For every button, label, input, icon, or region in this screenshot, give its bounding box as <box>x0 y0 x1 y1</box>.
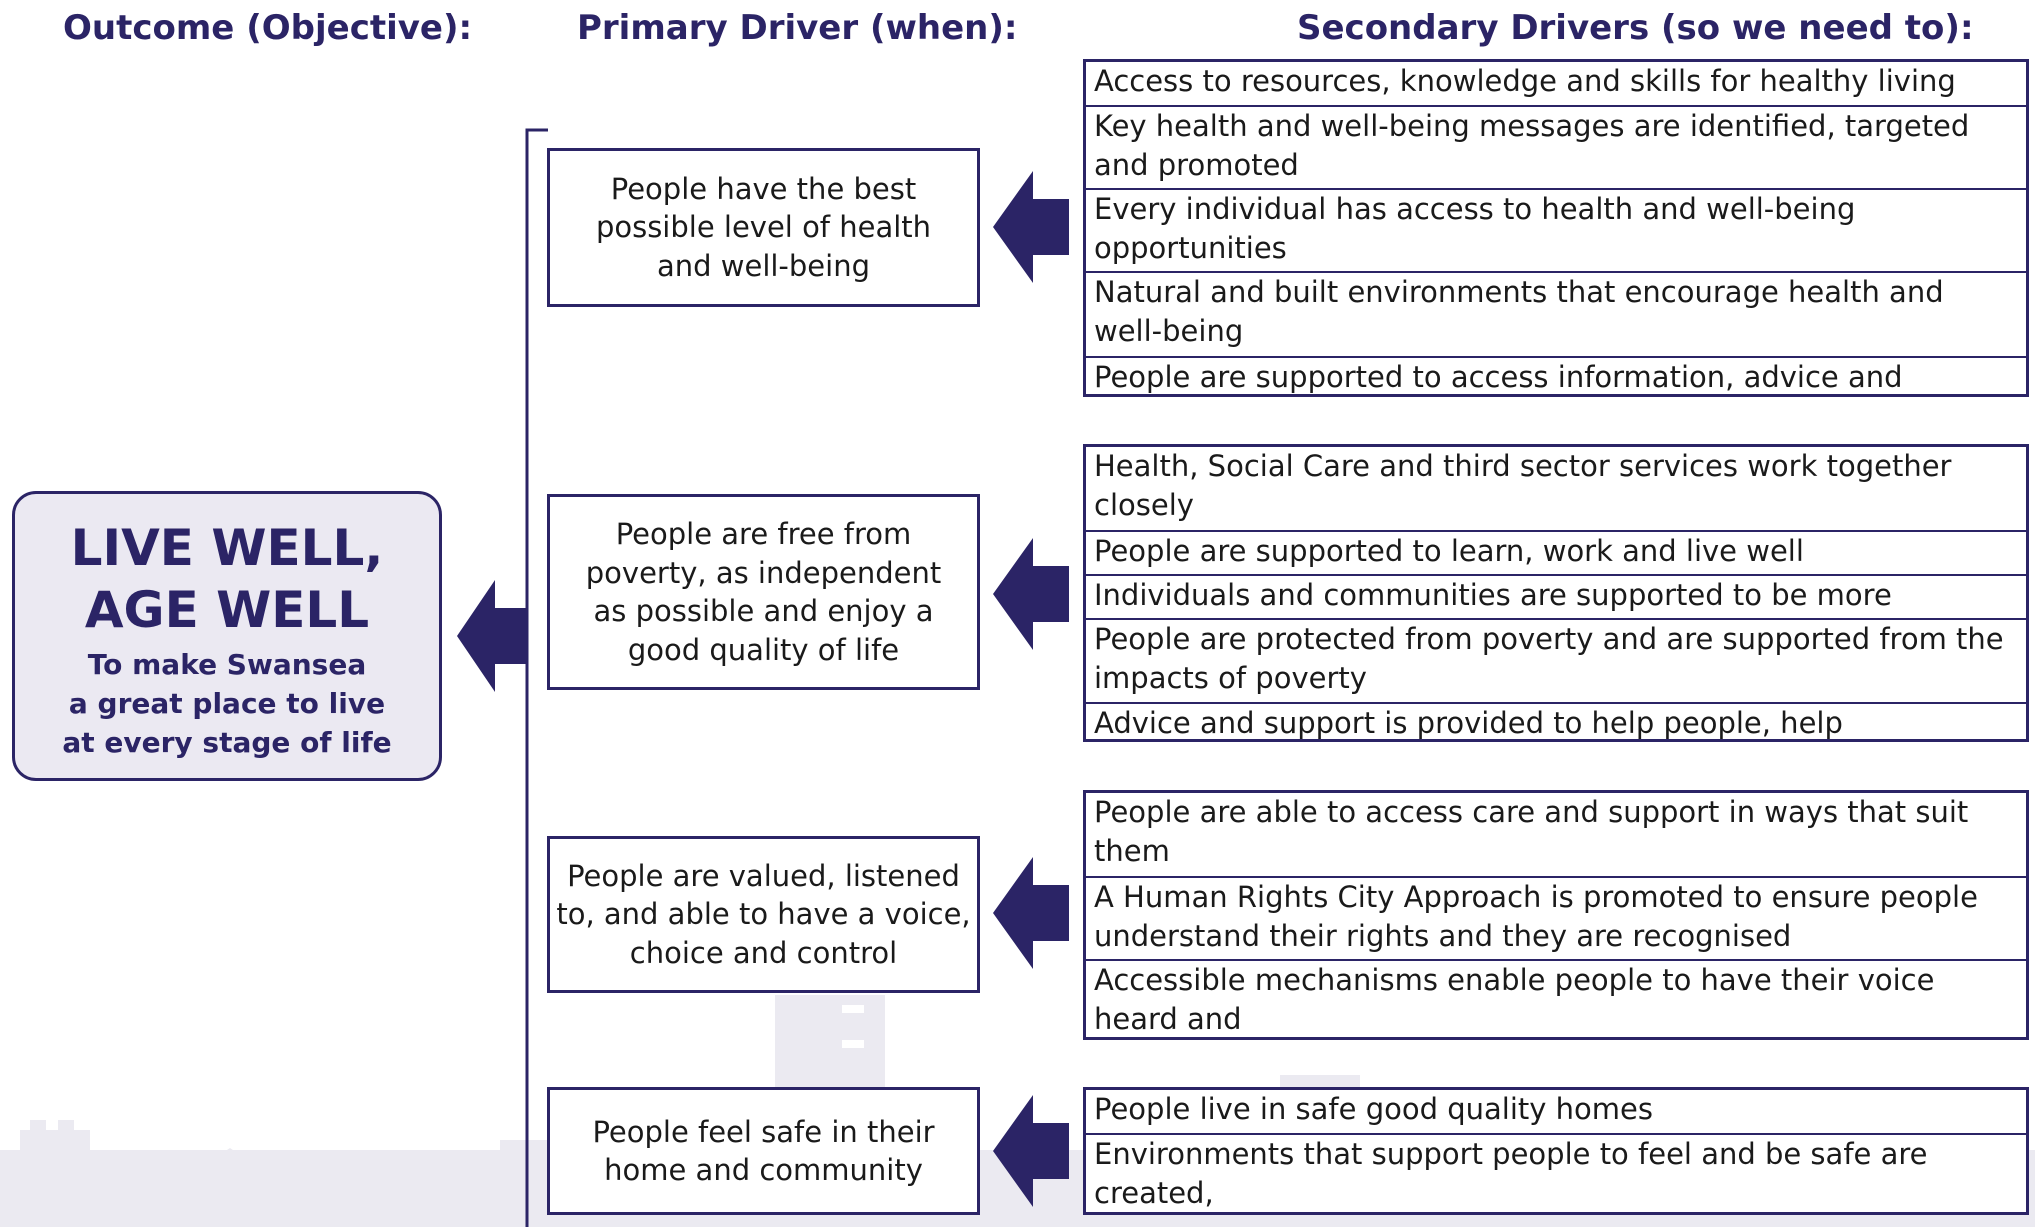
secondary-driver-item: People live in safe good quality homes <box>1094 1092 1653 1126</box>
secondary-driver-item: A Human Rights City Approach is promoted… <box>1086 876 2026 959</box>
secondary-drivers-group-1: Access to resources, knowledge and skill… <box>1083 59 2029 397</box>
secondary-drivers-header: Secondary Drivers (so we need to): <box>1297 8 1974 48</box>
secondary-driver-item: Environments that support people to feel… <box>1086 1133 2026 1212</box>
secondary-driver-item: Access to resources, knowledge and skill… <box>1094 64 1956 98</box>
outcome-title: LIVE WELL, AGE WELL <box>70 519 384 639</box>
secondary-driver-item: Every individual has access to health an… <box>1086 188 2026 271</box>
outcome-subtitle: To make Swansea a great place to live at… <box>62 648 392 759</box>
secondary-driver-item: People are protected from poverty and ar… <box>1086 618 2026 702</box>
outcome-header: Outcome (Objective): <box>63 8 473 48</box>
primary-driver-3-text: People are valued, listened to, and able… <box>556 858 971 970</box>
primary-driver-3: People are valued, listened to, and able… <box>547 836 980 993</box>
primary-driver-header: Primary Driver (when): <box>577 8 1018 48</box>
primary-driver-2-text: People are free from poverty, as indepen… <box>585 517 942 667</box>
secondary-driver-item: Accessible mechanisms enable people to h… <box>1086 959 2026 1037</box>
outcome-box: LIVE WELL, AGE WELL To make Swansea a gr… <box>12 491 442 781</box>
secondary-driver-item: Natural and built environments that enco… <box>1086 271 2026 356</box>
secondary-driver-item: Key health and well-being messages are i… <box>1086 105 2026 188</box>
driver-arrow-icon-3 <box>993 857 1069 969</box>
secondary-drivers-group-3: People are able to access care and suppo… <box>1083 790 2029 1040</box>
primary-driver-4: People feel safe in their home and commu… <box>547 1087 980 1215</box>
secondary-driver-item: People are supported to access informati… <box>1086 356 2026 394</box>
primary-driver-4-text: People feel safe in their home and commu… <box>592 1114 935 1188</box>
secondary-drivers-group-4: People live in safe good quality homes E… <box>1083 1087 2029 1215</box>
secondary-driver-item: Health, Social Care and third sector ser… <box>1094 449 1952 530</box>
primary-driver-1: People have the best possible level of h… <box>547 148 980 307</box>
secondary-driver-item: Advice and support is provided to help p… <box>1086 702 2026 739</box>
driver-arrow-icon-2 <box>993 538 1069 650</box>
outcome-arrow-icon <box>457 580 527 692</box>
secondary-driver-item: People are able to access care and suppo… <box>1094 795 1969 876</box>
secondary-drivers-group-2: Health, Social Care and third sector ser… <box>1083 444 2029 742</box>
primary-driver-2: People are free from poverty, as indepen… <box>547 494 980 690</box>
driver-arrow-icon-1 <box>993 171 1069 283</box>
primary-driver-1-text: People have the best possible level of h… <box>595 171 932 283</box>
secondary-driver-item: Individuals and communities are supporte… <box>1086 574 2026 618</box>
driver-arrow-icon-4 <box>993 1095 1069 1207</box>
secondary-driver-item: People are supported to learn, work and … <box>1086 530 2026 574</box>
